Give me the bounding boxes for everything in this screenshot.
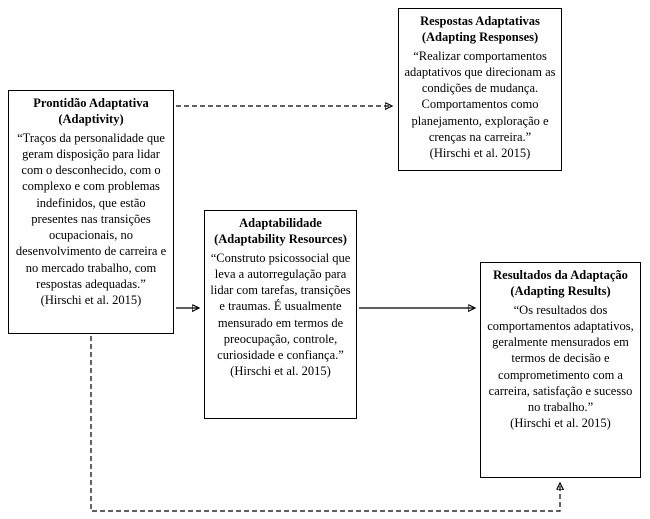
- box-adaptivity-body: “Traços da personalidade que geram dispo…: [15, 130, 167, 291]
- box-adaptability-resources-citation: (Hirschi et al. 2015): [230, 364, 331, 379]
- box-adapting-responses-citation: (Hirschi et al. 2015): [429, 146, 531, 160]
- box-adapting-responses-title: Respostas Adaptativas (Adapting Response…: [420, 14, 540, 45]
- box-adapting-responses: Respostas Adaptativas (Adapting Response…: [398, 8, 562, 171]
- box-adaptability-resources-title: Adaptabilidade (Adaptability Resources): [214, 216, 347, 247]
- box-adaptability-resources: Adaptabilidade (Adaptability Resources) …: [204, 210, 357, 419]
- box-adapting-results-citation: (Hirschi et al. 2015): [510, 416, 611, 431]
- box-adapting-results-title: Resultados da Adaptação (Adapting Result…: [493, 268, 628, 299]
- box-adapting-responses-body: “Realizar comportamentos adaptativos que…: [404, 48, 556, 144]
- box-adapting-results-body: “Os resultados dos comportamentos adapta…: [487, 302, 634, 415]
- box-adaptivity: Prontidão Adaptativa (Adaptivity) “Traço…: [8, 90, 174, 334]
- box-adaptivity-citation: (Hirschi et al. 2015): [40, 293, 142, 307]
- box-adaptivity-title: Prontidão Adaptativa (Adaptivity): [33, 96, 149, 127]
- box-adapting-results: Resultados da Adaptação (Adapting Result…: [480, 262, 641, 478]
- box-adaptability-resources-body: “Construto psicossocial que leva a autor…: [210, 250, 351, 363]
